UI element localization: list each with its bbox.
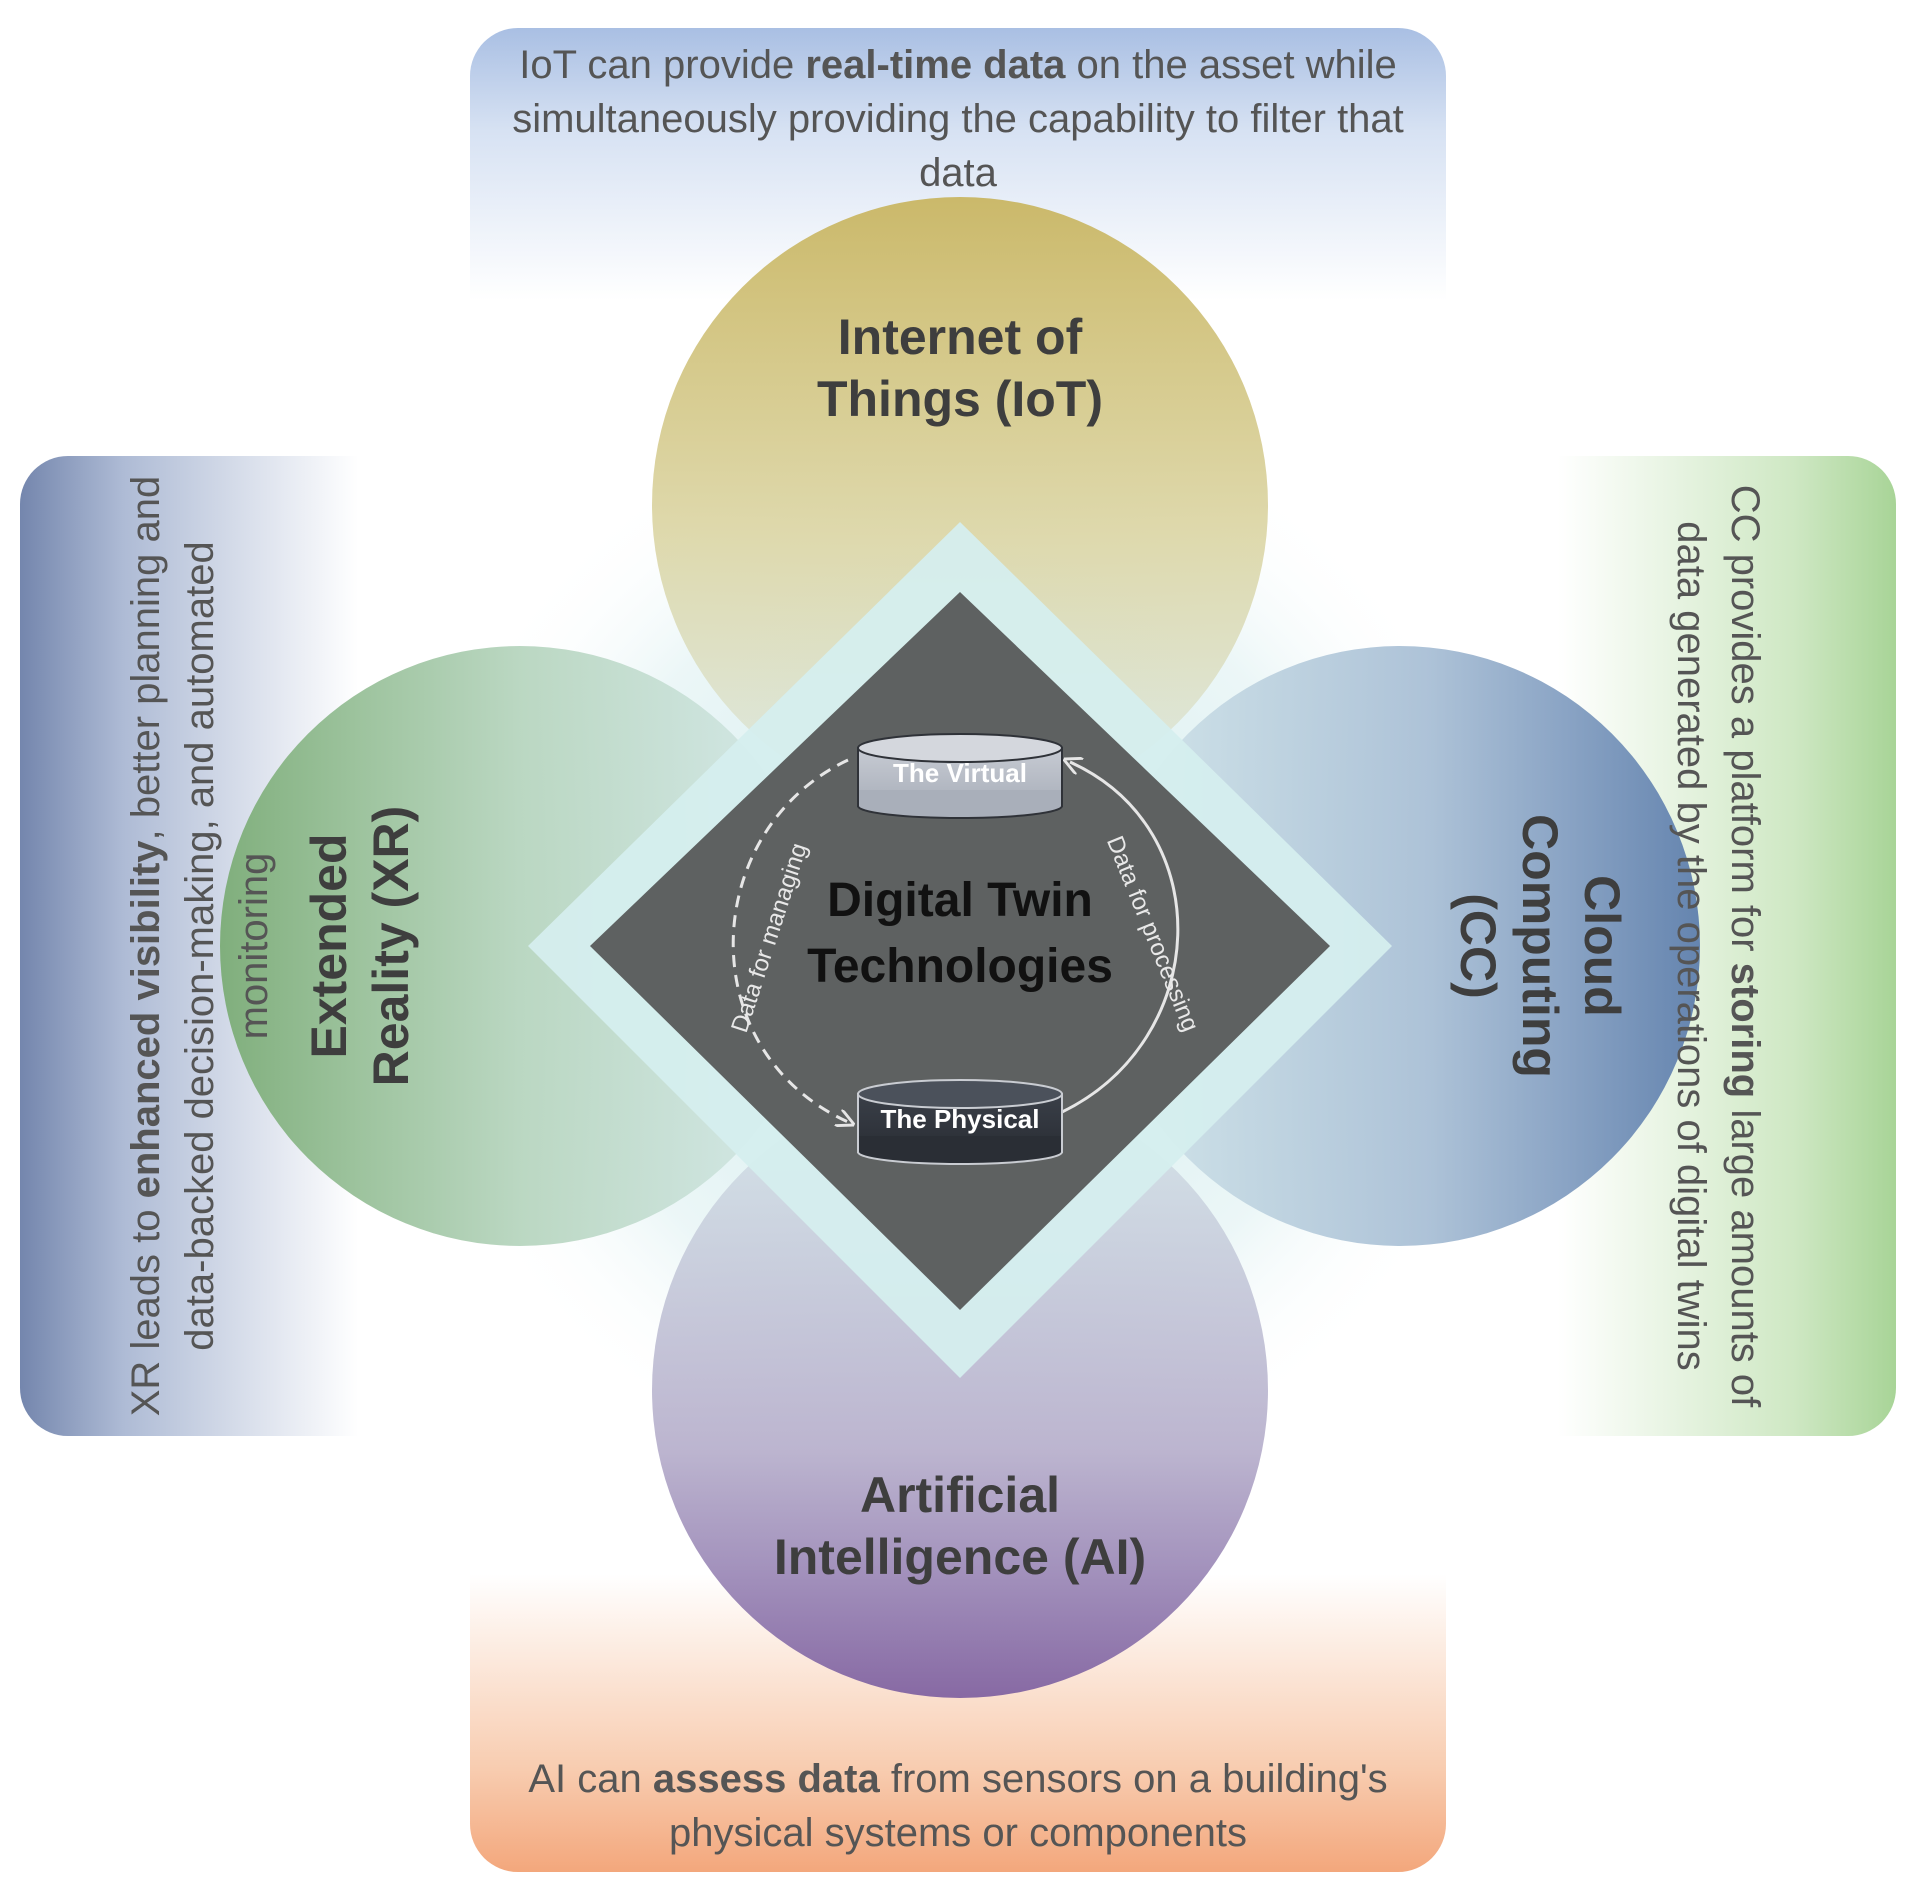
managing-arrow xyxy=(731,758,848,1122)
iot-description: IoT can provide real-time data on the as… xyxy=(512,43,1404,195)
iot-circle xyxy=(652,197,1268,813)
ai-circle xyxy=(652,1082,1268,1698)
xr-circle xyxy=(220,646,820,1246)
cc-description: CC provides a platform for storing large… xyxy=(1669,484,1767,1408)
physical-cylinder xyxy=(857,1079,1063,1165)
ai-description: AI can assess data from sensors on a bui… xyxy=(528,1757,1388,1855)
cc-circle xyxy=(1100,646,1700,1246)
processing-arrow xyxy=(1062,762,1180,1114)
xr-description: XR leads to enhanced visibility, better … xyxy=(124,475,276,1417)
physical-label: The Physical xyxy=(880,1104,1040,1134)
virtual-label: The Virtual xyxy=(893,758,1027,788)
center-diamond xyxy=(590,592,1330,1310)
virtual-cylinder xyxy=(857,733,1063,819)
